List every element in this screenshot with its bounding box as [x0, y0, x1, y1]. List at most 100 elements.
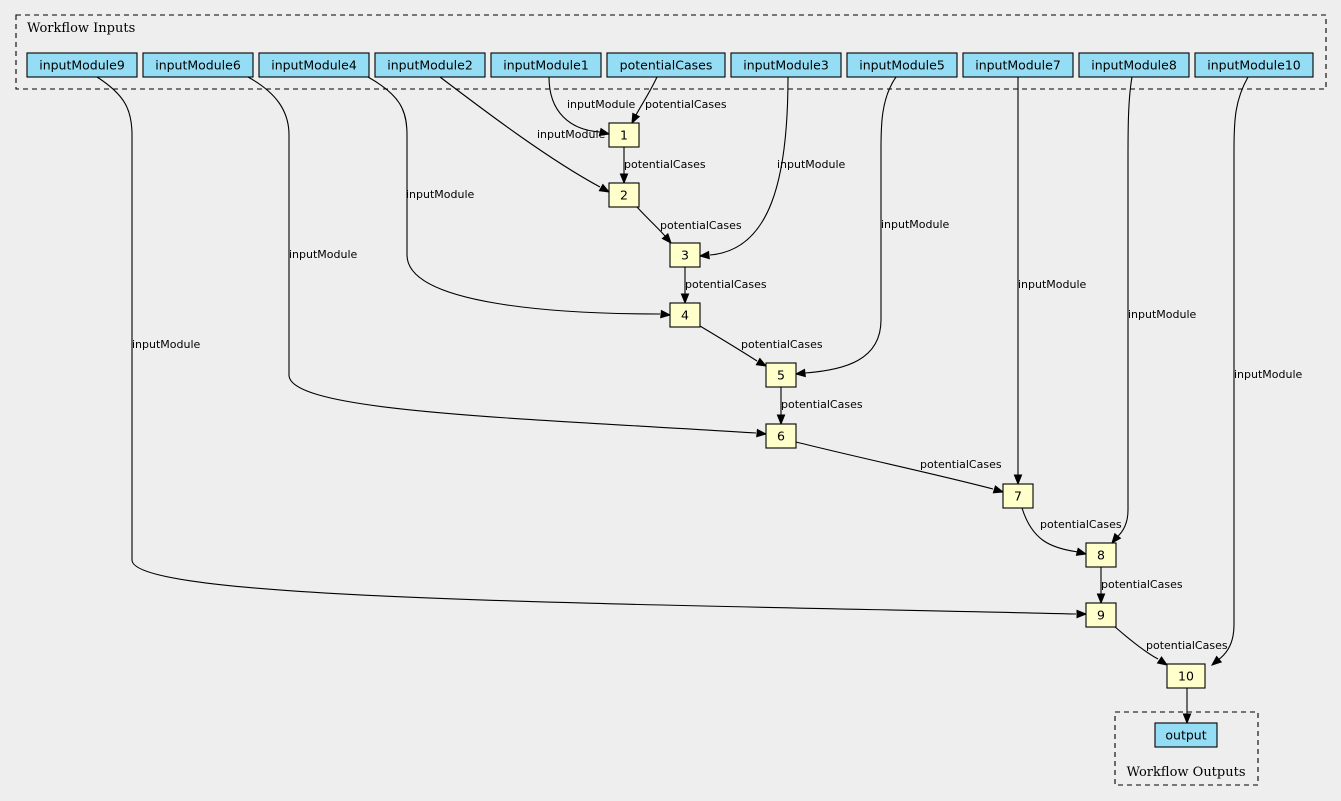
- input-node-inputModule10[interactable]: inputModule10: [1194, 52, 1314, 78]
- step-node-s9[interactable]: 9: [1085, 602, 1117, 628]
- arrowhead: [698, 250, 710, 260]
- step-node-s5[interactable]: 5: [765, 362, 797, 388]
- arrowhead: [598, 183, 611, 193]
- edge-label: inputModule: [132, 338, 201, 351]
- edge-s4-to-s5: potentialCases: [699, 325, 823, 367]
- arrowhead: [992, 485, 1005, 494]
- step-node-s2[interactable]: 2: [608, 182, 640, 208]
- node-box: [490, 52, 602, 78]
- edge-inputModule3-to-s3: inputModule: [698, 76, 846, 260]
- edge-s6-to-s7: potentialCases: [795, 441, 1005, 494]
- node-label: inputModule5: [859, 58, 945, 73]
- input-node-inputModule1[interactable]: inputModule1: [490, 52, 602, 78]
- edge-label: inputModule: [1128, 308, 1197, 321]
- input-node-inputModule5[interactable]: inputModule5: [846, 52, 958, 78]
- edge-line: [1217, 76, 1249, 661]
- edge-label: inputModule: [881, 218, 950, 231]
- node-box: [1002, 483, 1034, 509]
- edge-label: inputModule: [289, 248, 358, 261]
- node-label: 5: [777, 368, 785, 383]
- node-box: [846, 52, 958, 78]
- node-box: [608, 122, 640, 148]
- node-label: 1: [620, 128, 628, 143]
- arrowhead: [755, 357, 768, 367]
- output-node-output[interactable]: output: [1154, 722, 1218, 748]
- edge-label: potentialCases: [781, 398, 863, 411]
- edge-s2-to-s3: potentialCases: [636, 206, 742, 245]
- node-label: potentialCases: [620, 58, 713, 73]
- workflow-inputs-cluster: [15, 14, 1327, 90]
- edge-line: [247, 76, 757, 434]
- edge-s8-to-s9: potentialCases: [1096, 567, 1183, 605]
- input-node-inputModule9[interactable]: inputModule9: [26, 52, 138, 78]
- node-label: inputModule10: [1207, 58, 1301, 73]
- node-label: output: [1165, 728, 1206, 743]
- arrowhead: [1182, 713, 1192, 725]
- step-node-s4[interactable]: 4: [669, 302, 701, 328]
- edge-s9-to-s10: potentialCases: [1113, 625, 1228, 666]
- input-node-inputModule8[interactable]: inputModule8: [1078, 52, 1190, 78]
- edge-label: potentialCases: [624, 158, 706, 171]
- node-label: 2: [620, 188, 628, 203]
- node-box: [1166, 663, 1206, 689]
- node-box: [730, 52, 842, 78]
- edge-inputModule2-to-s2: inputModule: [439, 76, 611, 193]
- arrowhead: [680, 293, 690, 305]
- input-node-inputModule7[interactable]: inputModule7: [962, 52, 1074, 78]
- edge-line: [1115, 76, 1133, 539]
- node-box: [962, 52, 1074, 78]
- edge-label: inputModule: [537, 128, 606, 141]
- step-node-s3[interactable]: 3: [669, 242, 701, 268]
- edge-label: potentialCases: [1040, 518, 1122, 531]
- edge-line: [1021, 507, 1079, 553]
- arrowhead: [1075, 547, 1088, 556]
- node-label: inputModule7: [975, 58, 1061, 73]
- edge-s1-to-s2: potentialCases: [619, 147, 706, 185]
- node-box: [765, 362, 797, 388]
- edge-inputModule4-to-s4: inputModule: [367, 76, 672, 319]
- node-label: 4: [681, 308, 689, 323]
- node-label: inputModule4: [271, 58, 357, 73]
- node-box: [258, 52, 370, 78]
- node-label: inputModule6: [155, 58, 241, 73]
- step-node-s1[interactable]: 1: [608, 122, 640, 148]
- input-node-inputModule3[interactable]: inputModule3: [730, 52, 842, 78]
- node-box: [1085, 602, 1117, 628]
- node-label: 9: [1097, 608, 1105, 623]
- step-node-s10[interactable]: 10: [1166, 663, 1206, 689]
- edge-inputModule1-to-s1: inputModule: [548, 76, 636, 137]
- input-node-inputModule4[interactable]: inputModule4: [258, 52, 370, 78]
- arrowhead: [619, 173, 629, 185]
- edge-label: potentialCases: [741, 338, 823, 351]
- arrowhead: [1210, 655, 1223, 666]
- node-box: [1194, 52, 1314, 78]
- step-node-s8[interactable]: 8: [1085, 542, 1117, 568]
- node-label: inputModule3: [743, 58, 829, 73]
- edge-line: [636, 206, 666, 237]
- workflow-outputs-label: Workflow Outputs: [1127, 765, 1246, 780]
- edge-label: potentialCases: [920, 458, 1002, 471]
- edge-line: [795, 441, 994, 490]
- node-box: [1154, 722, 1218, 748]
- node-label: 6: [777, 429, 785, 444]
- node-box: [669, 242, 701, 268]
- step-node-s6[interactable]: 6: [765, 423, 797, 449]
- step-node-s7[interactable]: 7: [1002, 483, 1034, 509]
- input-node-potentialCases[interactable]: potentialCases: [606, 52, 726, 78]
- edge-s10-to-output: [1182, 688, 1192, 725]
- edge-inputModule6-to-s6: inputModule: [247, 76, 768, 438]
- edge-line: [699, 325, 758, 362]
- node-label: inputModule1: [503, 58, 589, 73]
- arrowhead: [756, 428, 768, 438]
- node-box: [1085, 542, 1117, 568]
- input-node-inputModule6[interactable]: inputModule6: [142, 52, 254, 78]
- edge-label: potentialCases: [1101, 578, 1183, 591]
- arrowhead: [661, 232, 672, 245]
- edge-label: potentialCases: [685, 278, 767, 291]
- input-node-inputModule2[interactable]: inputModule2: [374, 52, 486, 78]
- edge-inputModule10-to-s10: inputModule: [1210, 76, 1303, 666]
- edge-label: inputModule: [406, 188, 475, 201]
